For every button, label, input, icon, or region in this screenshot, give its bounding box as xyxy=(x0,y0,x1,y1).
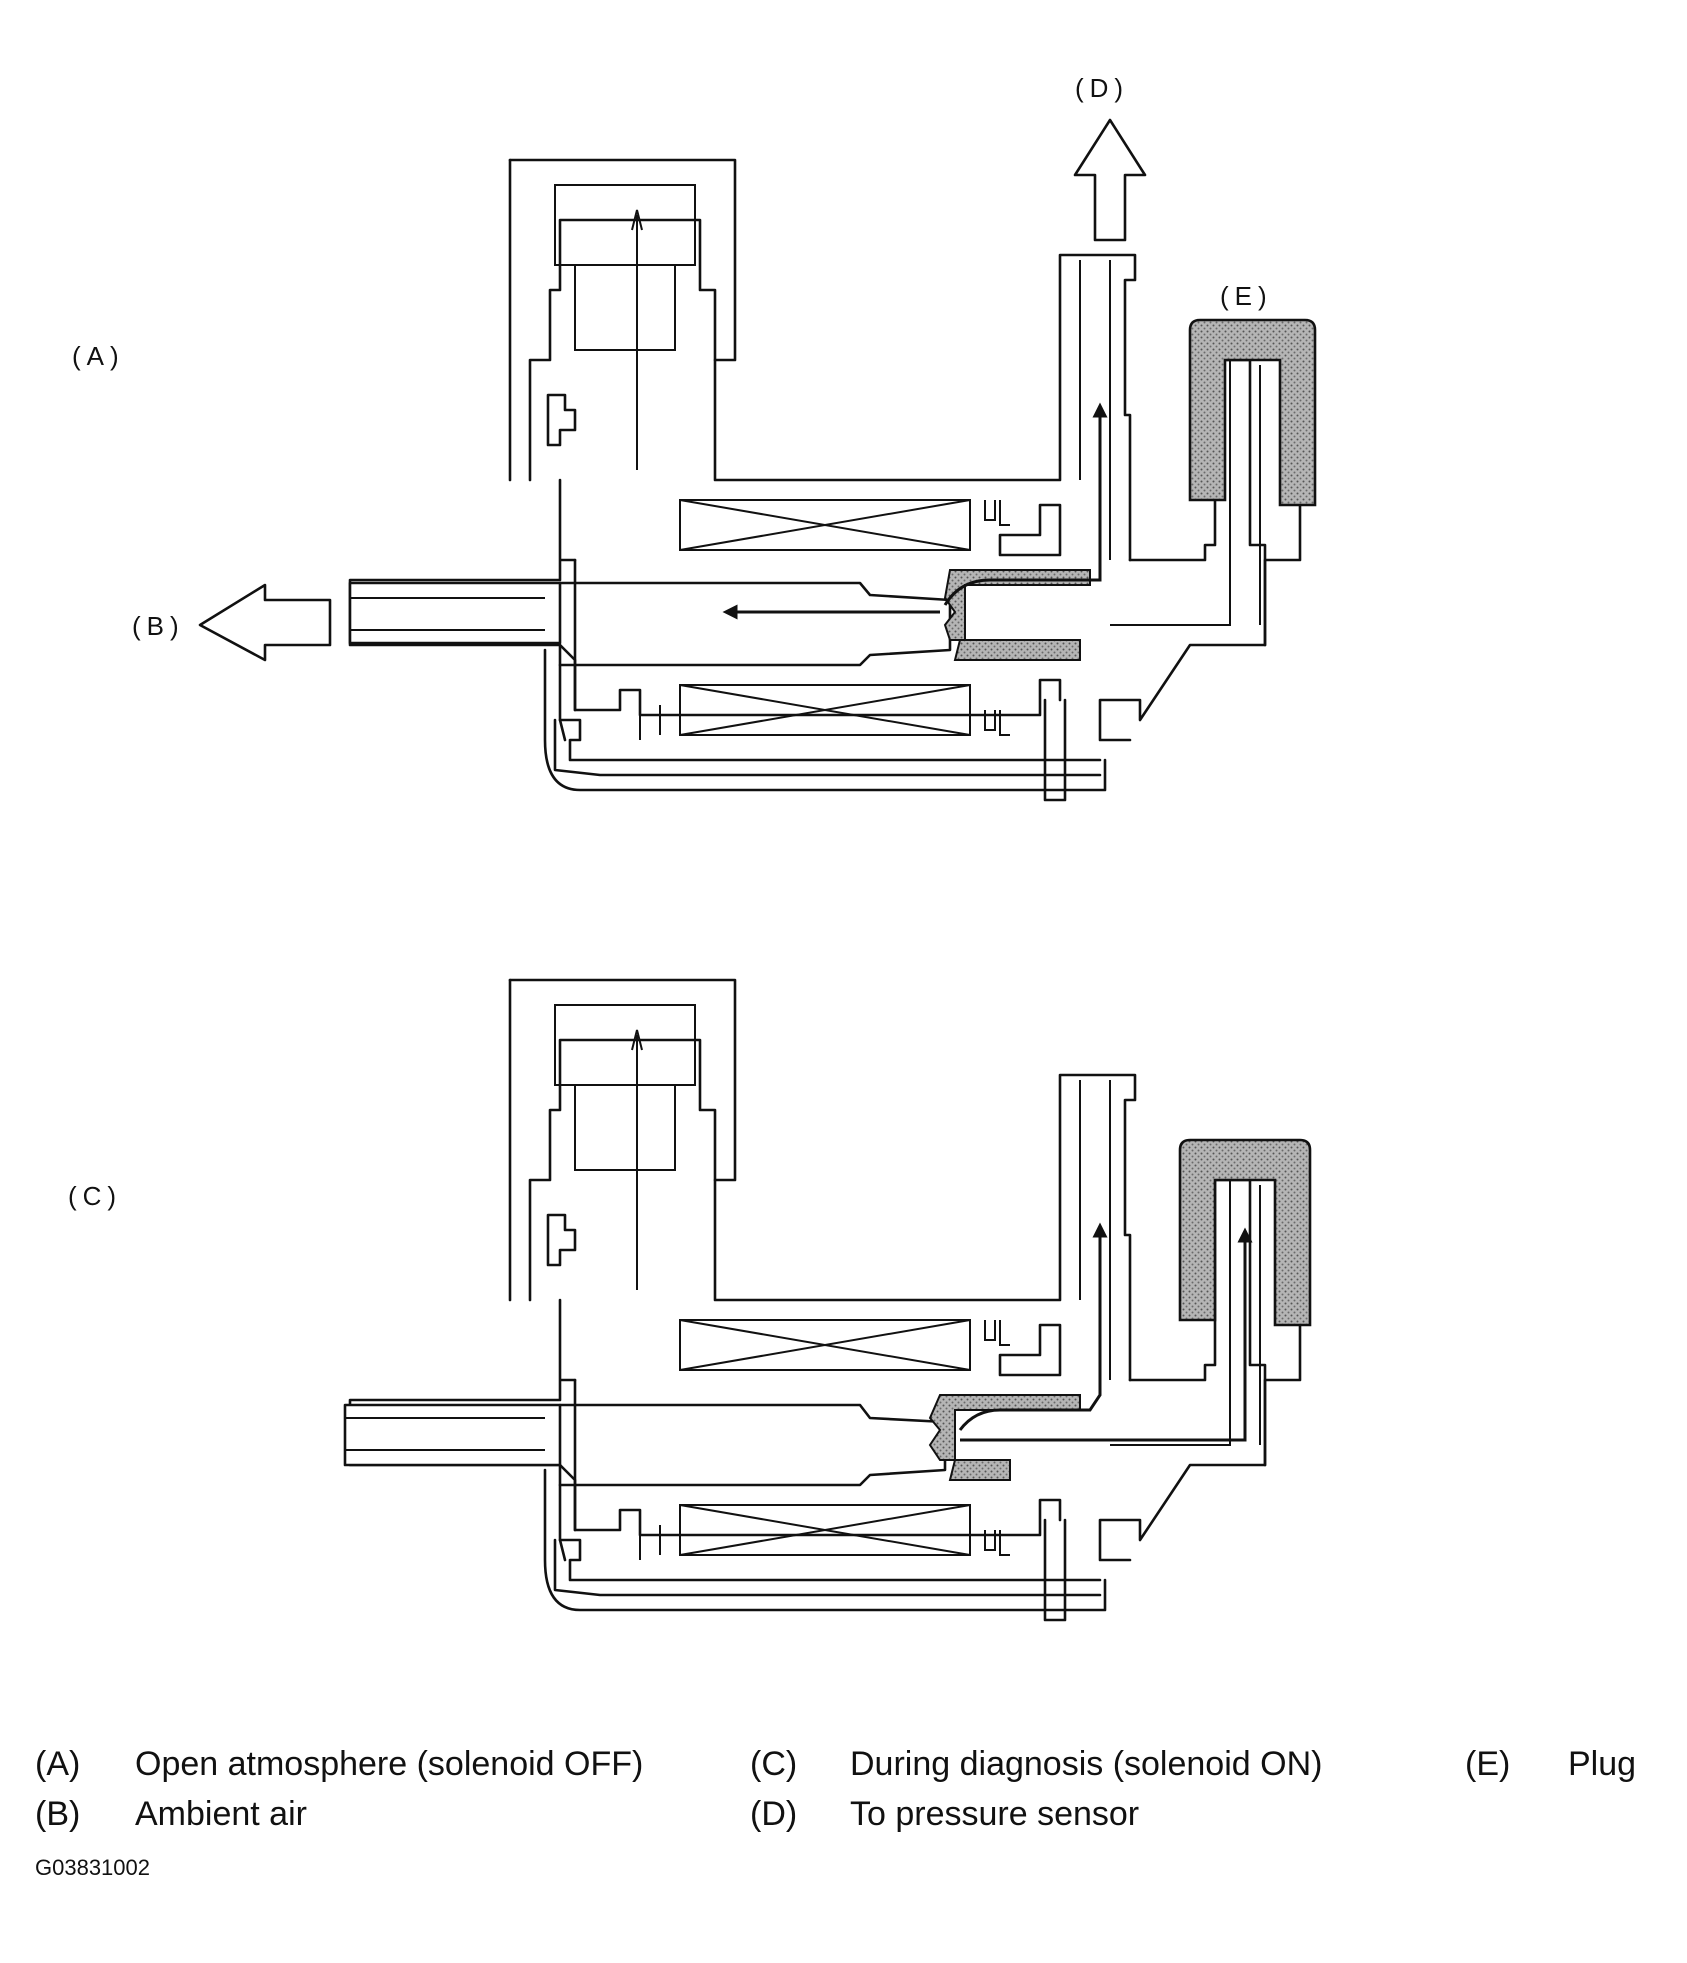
figure-code: G03831002 xyxy=(35,1855,150,1880)
legend-text-c: During diagnosis (solenoid ON) xyxy=(850,1745,1322,1783)
legend-key-e: (E) xyxy=(1465,1745,1510,1783)
label-e: (E) xyxy=(1220,281,1273,311)
inlet-tube-c xyxy=(343,1403,562,1467)
label-b: (B) xyxy=(132,611,185,641)
plug-e-c xyxy=(1178,1138,1312,1327)
arrow-to-pressure-sensor xyxy=(1073,118,1147,242)
diagram-c-during-diagnosis xyxy=(343,978,1312,1622)
legend-text-d: To pressure sensor xyxy=(850,1795,1139,1833)
diagram-a-open-atmosphere xyxy=(198,118,1317,802)
plug-e xyxy=(1188,318,1317,507)
legend-key-b: (B) xyxy=(35,1795,80,1833)
legend-text-a: Open atmosphere (solenoid OFF) xyxy=(135,1745,643,1783)
legend: (A) Open atmosphere (solenoid OFF) (B) A… xyxy=(35,1745,1636,1833)
inlet-tube xyxy=(348,581,562,645)
valve-seal-c xyxy=(928,1394,1081,1461)
flow-arrow-to-pressure-sensor xyxy=(943,402,1108,606)
label-c: (C) xyxy=(68,1181,122,1211)
flow-arrow-c-to-sensor xyxy=(958,1222,1108,1431)
flow-arrow-c-to-plug xyxy=(960,1227,1253,1442)
legend-key-d: (D) xyxy=(750,1795,797,1833)
label-d: (D) xyxy=(1075,73,1129,103)
arrow-ambient-air xyxy=(198,583,332,662)
legend-text-e: Plug xyxy=(1568,1745,1636,1783)
legend-key-c: (C) xyxy=(750,1745,797,1783)
valve-seal xyxy=(943,569,1091,641)
label-a: (A) xyxy=(72,341,125,371)
legend-key-a: (A) xyxy=(35,1745,80,1783)
legend-text-b: Ambient air xyxy=(135,1795,307,1833)
